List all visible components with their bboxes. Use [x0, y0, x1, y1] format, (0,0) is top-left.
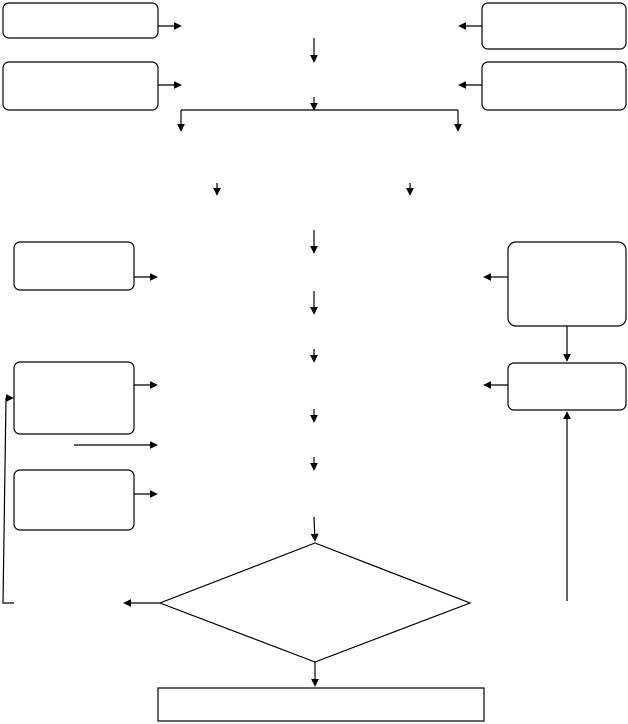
box-top-left-2	[2, 61, 159, 111]
box-mid-right-2	[507, 362, 627, 411]
box-mid-left-1	[13, 241, 135, 291]
box-top-right-1	[481, 2, 627, 50]
arrow-center-8	[310, 516, 319, 542]
box-top-left-1	[2, 2, 159, 39]
final-box	[157, 687, 485, 722]
box-mid-right-1	[507, 241, 627, 327]
box-mid-left-2	[13, 361, 135, 435]
box-top-right-2	[481, 61, 627, 111]
decision-diamond	[158, 542, 472, 663]
loop-back-left	[2, 394, 14, 604]
box-mid-left-3	[13, 469, 135, 531]
